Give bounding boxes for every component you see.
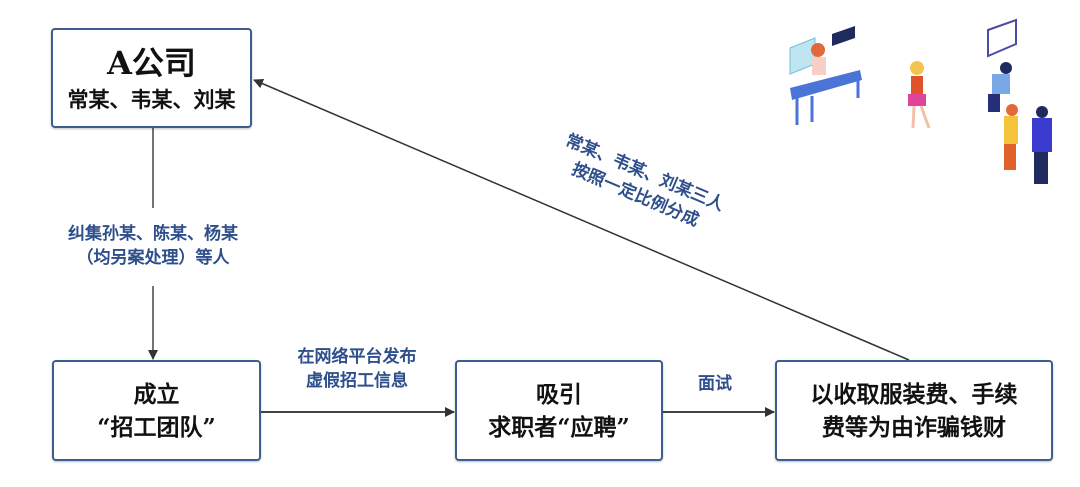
company-title: A公司 [107, 44, 196, 82]
post-label: 在网络平台发布 虚假招工信息 [262, 345, 452, 393]
fraud-box-line2: 费等为由诈骗钱财 [822, 413, 1006, 441]
gather-label: 纠集孙某、陈某、杨某 （均另案处理）等人 [53, 222, 253, 270]
company-members: 常某、韦某、刘某 [67, 87, 236, 112]
recruiter-desk-icon [789, 26, 862, 125]
post-label-line1: 在网络平台发布 [297, 347, 417, 367]
team-box-line1: 成立 [133, 380, 180, 408]
post-label-line2: 虚假招工信息 [306, 371, 408, 391]
team-box-line2: “招工团队” [97, 413, 216, 441]
company-box: A公司 常某、韦某、刘某 [51, 28, 252, 128]
job-seeker-girl-icon [908, 61, 931, 129]
gather-label-line2: （均另案处理）等人 [76, 248, 230, 268]
fraud-box: 以收取服装费、手续 费等为由诈骗钱财 [775, 360, 1053, 461]
team-box: 成立 “招工团队” [52, 360, 261, 461]
interview-label: 面试 [698, 374, 732, 394]
interviewers-icon [987, 18, 1052, 184]
gather-label-line1: 纠集孙某、陈某、杨某 [68, 224, 238, 244]
arrow-fraud-to-company [253, 78, 910, 361]
attract-box-line2: 求职者“应聘” [488, 413, 630, 441]
attract-box: 吸引 求职者“应聘” [455, 360, 663, 461]
attract-box-line1: 吸引 [536, 380, 582, 408]
fraud-box-line1: 以收取服装费、手续 [810, 380, 1018, 408]
